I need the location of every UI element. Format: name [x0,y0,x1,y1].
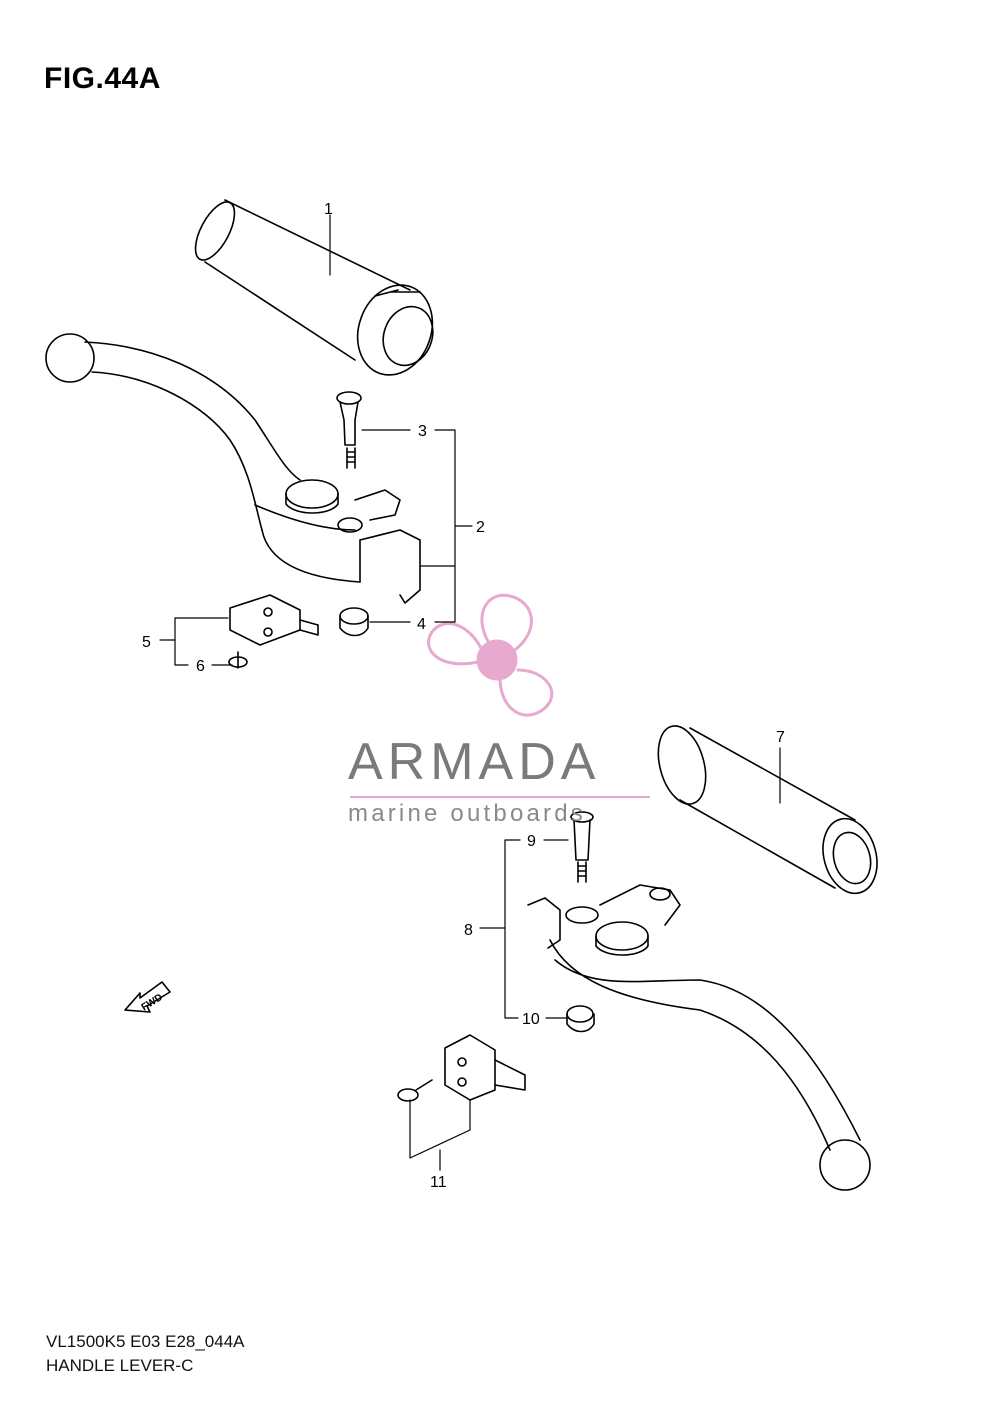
callout-7: 7 [776,729,785,746]
watermark-propeller-icon [427,593,554,717]
callout-labels: 1 2 3 4 5 6 7 8 9 10 11 FWD [140,201,785,1191]
pivot-bolt-left [336,391,362,469]
switch-left [229,594,319,646]
callout-3: 3 [418,423,427,440]
nut-right [566,1005,595,1033]
pivot-bolt-right [570,811,594,883]
watermark-tagline: marine outboards [348,800,586,827]
watermark-divider [350,796,650,798]
watermark-name: ARMADA [348,733,601,791]
nut-left [339,607,369,637]
callout-6: 6 [196,658,205,675]
figure-title: FIG.44A [44,62,161,95]
figure-caption: HANDLE LEVER-C [46,1356,194,1375]
lever-left [45,333,421,604]
switch-right [444,1034,526,1101]
callout-1: 1 [324,201,333,218]
grip-right [657,725,878,895]
callout-4: 4 [417,616,426,633]
leader-lines [159,214,781,1171]
callout-11: 11 [430,1174,447,1191]
callout-9: 9 [527,833,536,850]
fwd-arrow-icon [124,981,171,1013]
callout-5: 5 [142,634,151,651]
grip-left [194,199,434,376]
model-code: VL1500K5 E03 E28_044A [46,1332,245,1351]
callout-10: 10 [522,1011,540,1028]
screw-right [397,1079,433,1102]
callout-8: 8 [464,922,473,939]
lever-right [527,884,871,1191]
screw-left [228,651,248,669]
callout-2: 2 [476,519,485,536]
